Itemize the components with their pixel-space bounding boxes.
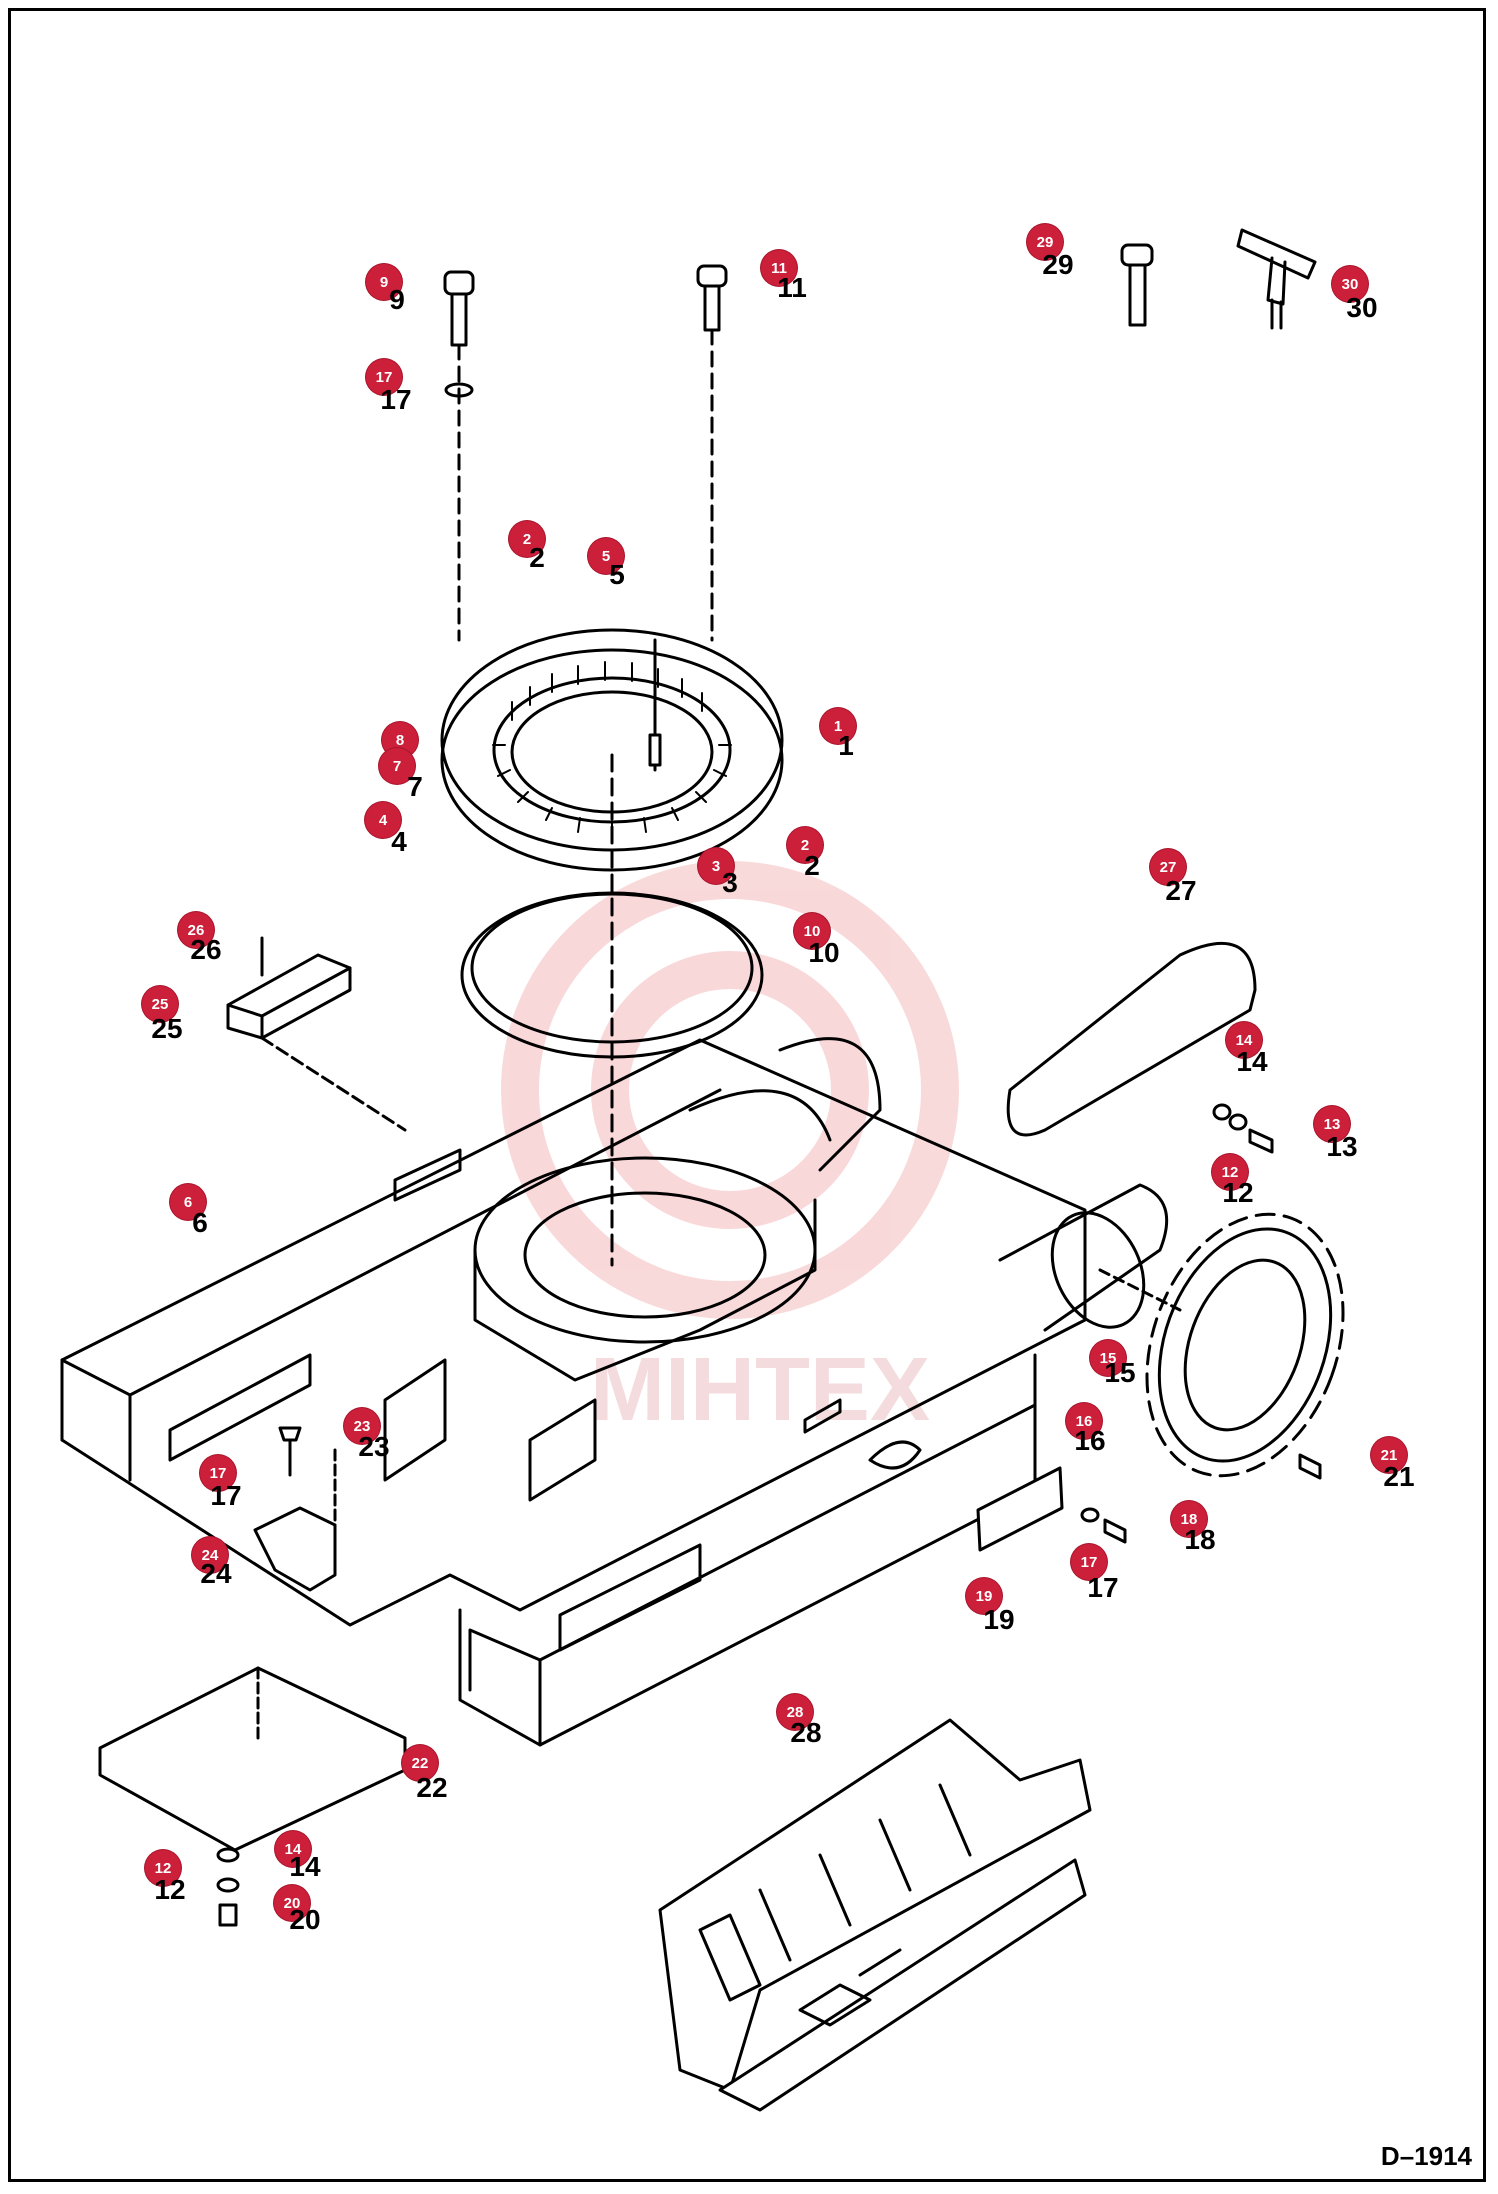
swing-bearing-1 xyxy=(440,628,784,1267)
part-label-17c: 17 xyxy=(1087,1572,1119,1603)
callout-15[interactable]: 15 xyxy=(1090,1340,1126,1376)
callout-30[interactable]: 30 xyxy=(1332,266,1368,302)
part-label-26: 26 xyxy=(190,934,222,965)
callout-20[interactable]: 20 xyxy=(274,1885,310,1921)
part-label-2a: 2 xyxy=(529,542,545,573)
part-label-15: 15 xyxy=(1104,1357,1136,1388)
bolt-11 xyxy=(696,264,728,642)
bolt-13 xyxy=(1248,1128,1274,1154)
callout-6[interactable]: 6 xyxy=(170,1184,206,1220)
callout-25[interactable]: 25 xyxy=(142,986,178,1022)
part-label-12a: 12 xyxy=(1222,1177,1254,1208)
callout-18[interactable]: 18 xyxy=(1171,1501,1207,1537)
watermark-text: MIHTEX xyxy=(590,1340,930,1440)
callout-1[interactable]: 1 xyxy=(820,708,856,744)
callout-5[interactable]: 5 xyxy=(588,538,624,574)
callout-7[interactable]: 7 xyxy=(379,748,415,784)
rubber-track-28 xyxy=(658,1718,1092,2112)
block-25 xyxy=(226,936,407,1132)
tool-30 xyxy=(1236,228,1317,330)
callout-17a[interactable]: 17 xyxy=(366,359,402,395)
callout-27[interactable]: 27 xyxy=(1150,849,1186,885)
part-label-17a: 17 xyxy=(380,384,412,415)
watermark-gear xyxy=(501,861,959,1319)
bolt-9 xyxy=(443,270,475,642)
callout-26[interactable]: 26 xyxy=(178,912,214,948)
bracket-24 xyxy=(253,1506,337,1592)
part-label-23: 23 xyxy=(358,1431,390,1462)
part-label-25: 25 xyxy=(151,1013,183,1044)
bolt-18 xyxy=(1103,1518,1127,1544)
callout-22[interactable]: 22 xyxy=(402,1745,438,1781)
cover-27 xyxy=(1006,941,1257,1137)
diagram-frame xyxy=(8,8,1486,2182)
bolt-20 xyxy=(218,1903,238,1927)
washer-12-top xyxy=(1228,1113,1248,1131)
part-label-14a: 14 xyxy=(1236,1046,1268,1077)
part-label-22: 22 xyxy=(416,1772,448,1803)
part-label-10: 10 xyxy=(808,937,840,968)
part-label-19: 19 xyxy=(983,1604,1015,1635)
part-label-1: 1 xyxy=(838,730,854,761)
ring-10 xyxy=(460,891,764,1059)
callout-14a[interactable]: 14 xyxy=(1226,1022,1262,1058)
callout-17c[interactable]: 17 xyxy=(1071,1544,1107,1580)
callout-23[interactable]: 23 xyxy=(344,1408,380,1444)
drawing-code: D–1914 xyxy=(1380,2141,1472,2171)
part-label-28: 28 xyxy=(790,1717,822,1748)
callout-16[interactable]: 16 xyxy=(1066,1403,1102,1439)
washer-12-bottom xyxy=(216,1877,240,1893)
part-label-12b: 12 xyxy=(154,1874,186,1905)
undercarriage-frame-6 xyxy=(60,1037,1169,1747)
part-label-17b: 17 xyxy=(210,1480,242,1511)
part-label-18: 18 xyxy=(1184,1524,1216,1555)
sprocket-15 xyxy=(1098,1212,1345,1478)
washer-14-bottom xyxy=(216,1847,240,1863)
part-label-14b: 14 xyxy=(289,1851,321,1882)
part-label-16: 16 xyxy=(1074,1425,1106,1456)
part-label-13: 13 xyxy=(1326,1131,1358,1162)
callout-21[interactable]: 21 xyxy=(1371,1437,1407,1473)
bolt-29 xyxy=(1120,243,1154,327)
part-label-6: 6 xyxy=(192,1207,208,1238)
part-label-24: 24 xyxy=(200,1558,232,1589)
part-label-7: 7 xyxy=(407,771,423,802)
callout-2b[interactable]: 2 xyxy=(787,827,823,863)
part-label-5: 5 xyxy=(609,559,625,590)
washer-14-top xyxy=(1212,1103,1232,1121)
washer-17-top xyxy=(444,382,474,398)
part-label-4: 4 xyxy=(391,826,407,857)
part-label-20: 20 xyxy=(289,1904,321,1935)
callout-12b[interactable]: 12 xyxy=(145,1850,181,1886)
washer-17-right xyxy=(1080,1507,1100,1523)
callout-12a[interactable]: 12 xyxy=(1212,1154,1248,1190)
plate-19 xyxy=(976,1466,1064,1552)
part-label-29: 29 xyxy=(1042,249,1074,280)
part-label-27: 27 xyxy=(1165,875,1197,906)
callout-9[interactable]: 9 xyxy=(366,264,402,300)
callout-13[interactable]: 13 xyxy=(1314,1106,1350,1142)
callout-14b[interactable]: 14 xyxy=(275,1831,311,1867)
bolt-21 xyxy=(1298,1453,1322,1480)
part-label-30: 30 xyxy=(1346,292,1378,323)
part-label-11: 11 xyxy=(777,272,807,303)
callout-10[interactable]: 10 xyxy=(794,913,830,949)
cover-22 xyxy=(98,1666,407,1852)
callout-4[interactable]: 4 xyxy=(365,802,401,838)
callout-24[interactable]: 24 xyxy=(192,1537,228,1573)
part-label-9: 9 xyxy=(389,284,405,315)
part-label-21: 21 xyxy=(1383,1461,1415,1492)
callout-2a[interactable]: 2 xyxy=(509,521,545,557)
callout-11[interactable]: 11 xyxy=(761,250,797,286)
callout-19[interactable]: 19 xyxy=(966,1578,1002,1614)
callout-29[interactable]: 29 xyxy=(1027,224,1063,260)
bolt-23 xyxy=(278,1426,302,1477)
part-label-3: 3 xyxy=(722,867,738,898)
callout-28[interactable]: 28 xyxy=(777,1694,813,1730)
part-label-2b: 2 xyxy=(804,850,820,881)
callout-17b[interactable]: 17 xyxy=(200,1455,236,1491)
callout-3[interactable]: 3 xyxy=(698,848,734,884)
